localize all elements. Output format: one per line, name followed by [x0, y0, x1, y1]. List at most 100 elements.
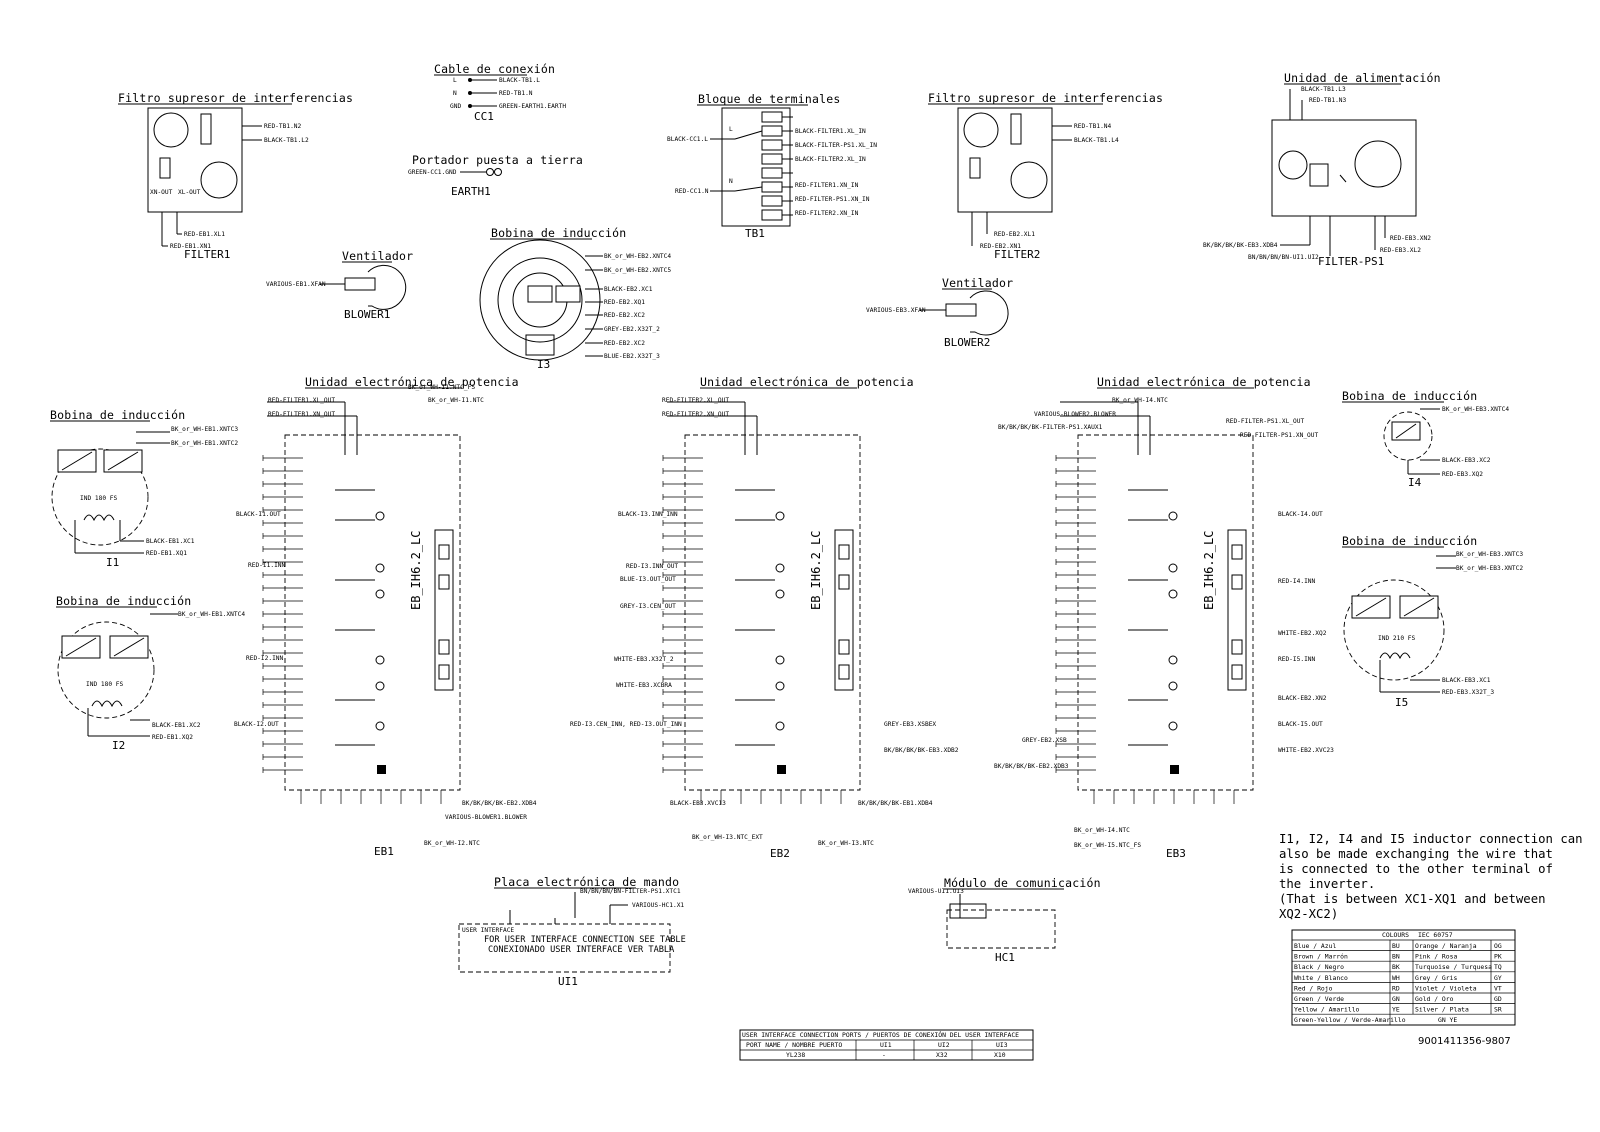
svg-text:Bobina de inducción: Bobina de inducción	[50, 408, 185, 422]
terminal-stud	[375, 563, 385, 573]
svg-text:-: -	[882, 1051, 886, 1059]
svg-text:EB1: EB1	[374, 845, 394, 858]
svg-text:RED-I3.INN_OUT: RED-I3.INN_OUT	[626, 563, 678, 570]
ui1: Placa electrónica de mando USER INTERFAC…	[458, 875, 686, 988]
table-cell: Violet / Violeta	[1415, 984, 1477, 992]
terminal-stud	[775, 681, 785, 691]
svg-text:RED-TB1.N3: RED-TB1.N3	[1309, 97, 1347, 104]
svg-text:BLACK-I2.OUT: BLACK-I2.OUT	[234, 721, 279, 728]
filter2: Filtro supresor de interferencias RED-TB…	[928, 91, 1163, 261]
svg-text:Módulo de comunicación: Módulo de comunicación	[944, 876, 1101, 890]
svg-text:BK_or_WH-EB3.XNTC2: BK_or_WH-EB3.XNTC2	[1456, 565, 1523, 572]
board-name: EB_IH6.2_LC	[1202, 531, 1216, 610]
table-cell: Orange / Naranja	[1415, 942, 1477, 950]
table-cell: OG	[1494, 942, 1502, 950]
svg-text:BLACK-FILTER-PS1.XL_IN: BLACK-FILTER-PS1.XL_IN	[795, 142, 877, 149]
module-slot	[838, 544, 850, 560]
terminal-stud	[1168, 589, 1178, 599]
svg-text:RED-EB1.XQ1: RED-EB1.XQ1	[146, 550, 187, 557]
i5: Bobina de inducción IND 210 FS BK_or_WH-…	[1342, 534, 1523, 709]
svg-text:BLOWER1: BLOWER1	[344, 308, 390, 321]
svg-text:IND 180 FS: IND 180 FS	[86, 681, 124, 688]
svg-text:RED-TB1.N4: RED-TB1.N4	[1074, 123, 1112, 130]
earth1: Portador puesta a tierra GREEN-CC1.GND E…	[408, 153, 583, 198]
svg-text:VARIOUS-EB3.XFAN: VARIOUS-EB3.XFAN	[866, 307, 926, 314]
svg-text:RED-TB1.N: RED-TB1.N	[499, 90, 533, 97]
svg-text:BK_or_WH-I5.NTC_FS: BK_or_WH-I5.NTC_FS	[1074, 842, 1141, 849]
svg-text:BLACK-TB1.L4: BLACK-TB1.L4	[1074, 137, 1119, 144]
table-cell: GN YE	[1438, 1016, 1457, 1024]
terminal-stud	[1168, 721, 1178, 731]
svg-text:WHITE-EB3.X32T_2: WHITE-EB3.X32T_2	[614, 656, 674, 663]
board-outline	[684, 434, 861, 791]
svg-text:BLACK-EB3.XC1: BLACK-EB3.XC1	[1442, 677, 1491, 684]
svg-text:I1, I2, I4 and I5 inductor con: I1, I2, I4 and I5 inductor connection ca…	[1279, 832, 1583, 846]
svg-text:RED-EB1.XL1: RED-EB1.XL1	[184, 231, 225, 238]
svg-text:Filtro supresor de interferenc: Filtro supresor de interferencias	[928, 91, 1163, 105]
svg-text:N: N	[453, 90, 457, 97]
svg-text:BLACK-I3.INN_INN: BLACK-I3.INN_INN	[618, 511, 678, 518]
svg-text:RED-FILTER2.XN_IN: RED-FILTER2.XN_IN	[795, 210, 859, 217]
terminal-block	[761, 181, 783, 193]
svg-text:UI2: UI2	[938, 1041, 950, 1049]
table-cell: VT	[1494, 984, 1502, 992]
svg-text:BN/BN/BN/BN-UI1.UI2: BN/BN/BN/BN-UI1.UI2	[1248, 254, 1319, 261]
svg-text:UI1: UI1	[880, 1041, 892, 1049]
table-cell: WH	[1392, 974, 1400, 982]
svg-text:BK_or_WH-I2.NTC: BK_or_WH-I2.NTC	[424, 840, 480, 847]
svg-text:RED-EB3.XQ2: RED-EB3.XQ2	[1442, 471, 1483, 478]
table-cell: Grey / Gris	[1415, 974, 1457, 982]
svg-text:BK_or_WH-EB1.XNTC4: BK_or_WH-EB1.XNTC4	[178, 611, 245, 618]
svg-text:RED-I1.INN: RED-I1.INN	[248, 562, 286, 569]
svg-text:EB2: EB2	[770, 847, 790, 860]
svg-text:RED-FILTER2.XN_OUT: RED-FILTER2.XN_OUT	[662, 411, 729, 418]
svg-text:EARTH1: EARTH1	[451, 185, 491, 198]
svg-text:BK/BK/BK/BK-EB2.XDB3: BK/BK/BK/BK-EB2.XDB3	[994, 763, 1069, 770]
eb2: Unidad electrónica de potencia EB_IH6.2_…	[662, 375, 914, 804]
svg-text:VARIOUS-EB1.XFAN: VARIOUS-EB1.XFAN	[266, 281, 326, 288]
terminal-stud	[375, 511, 385, 521]
terminal-stud	[775, 563, 785, 573]
svg-text:Cable de conexión: Cable de conexión	[434, 62, 555, 76]
table-cell: Red / Rojo	[1294, 984, 1333, 992]
svg-text:CC1: CC1	[474, 110, 494, 123]
schematic-stroke	[734, 130, 763, 140]
svg-text:IND 180 FS: IND 180 FS	[80, 495, 118, 502]
svg-text:CONEXIONADO USER INTERFACE VER: CONEXIONADO USER INTERFACE VER TABLA	[488, 945, 675, 955]
board-module	[834, 529, 854, 691]
svg-text:BK_or_WH-EB1.XNTC2: BK_or_WH-EB1.XNTC2	[171, 440, 238, 447]
svg-text:RED-FILTER1.XN_OUT: RED-FILTER1.XN_OUT	[268, 411, 335, 418]
svg-text:BK_or_WH-I3.NTC_EXT: BK_or_WH-I3.NTC_EXT	[692, 834, 763, 841]
svg-text:BK_or_WH-EB3.XNTC4: BK_or_WH-EB3.XNTC4	[1442, 406, 1509, 413]
svg-text:WHITE-EB2.XVC23: WHITE-EB2.XVC23	[1278, 747, 1334, 754]
svg-text:I5: I5	[1395, 696, 1408, 709]
svg-text:RED-EB1.XN1: RED-EB1.XN1	[170, 243, 211, 250]
eb3: Unidad electrónica de potencia EB_IH6.2_…	[1055, 375, 1311, 804]
ui-port-table: USER INTERFACE CONNECTION PORTS / PUERTO…	[739, 1029, 1034, 1061]
svg-text:COLOURS: COLOURS	[1382, 931, 1409, 939]
svg-text:GREEN-EARTH1.EARTH: GREEN-EARTH1.EARTH	[499, 103, 566, 110]
module-slot	[438, 574, 450, 590]
terminal-stud	[375, 681, 385, 691]
table-cell: Black / Negro	[1294, 963, 1344, 971]
svg-text:RED-FILTER1.XL_OUT: RED-FILTER1.XL_OUT	[268, 397, 335, 404]
i4: Bobina de inducción BK_or_WH-EB3.XNTC4 B…	[1342, 389, 1509, 489]
eb1: Unidad electrónica de potencia EB_IH6.2_…	[262, 375, 519, 804]
svg-text:RED-FILTER-PS1.XL_OUT: RED-FILTER-PS1.XL_OUT	[1226, 418, 1305, 425]
coil-lead-label: BK_or_WH-EB2.XNTC4	[604, 253, 671, 260]
svg-text:BLACK-TB1.L2: BLACK-TB1.L2	[264, 137, 309, 144]
svg-text:WHITE-EB2.XQ2: WHITE-EB2.XQ2	[1278, 630, 1327, 637]
blower2: Ventilador VARIOUS-EB3.XFAN BLOWER2	[866, 276, 1013, 349]
svg-text:Bloque de terminales: Bloque de terminales	[698, 92, 840, 106]
svg-text:FILTER2: FILTER2	[994, 248, 1040, 261]
table-cell: Green / Verde	[1294, 995, 1344, 1003]
svg-text:I4: I4	[1408, 476, 1422, 489]
svg-text:BLACK-FILTER2.XL_IN: BLACK-FILTER2.XL_IN	[795, 156, 866, 163]
module-slot	[1231, 544, 1243, 560]
coil-lead-label: GREY-EB2.X32T_2	[604, 326, 660, 333]
terminal-stud	[1168, 655, 1178, 665]
terminal-block	[761, 111, 783, 123]
svg-text:Bobina de inducción: Bobina de inducción	[1342, 534, 1477, 548]
table-cell: Turquoise / Turquesa	[1415, 963, 1492, 971]
terminal-block	[761, 153, 783, 165]
